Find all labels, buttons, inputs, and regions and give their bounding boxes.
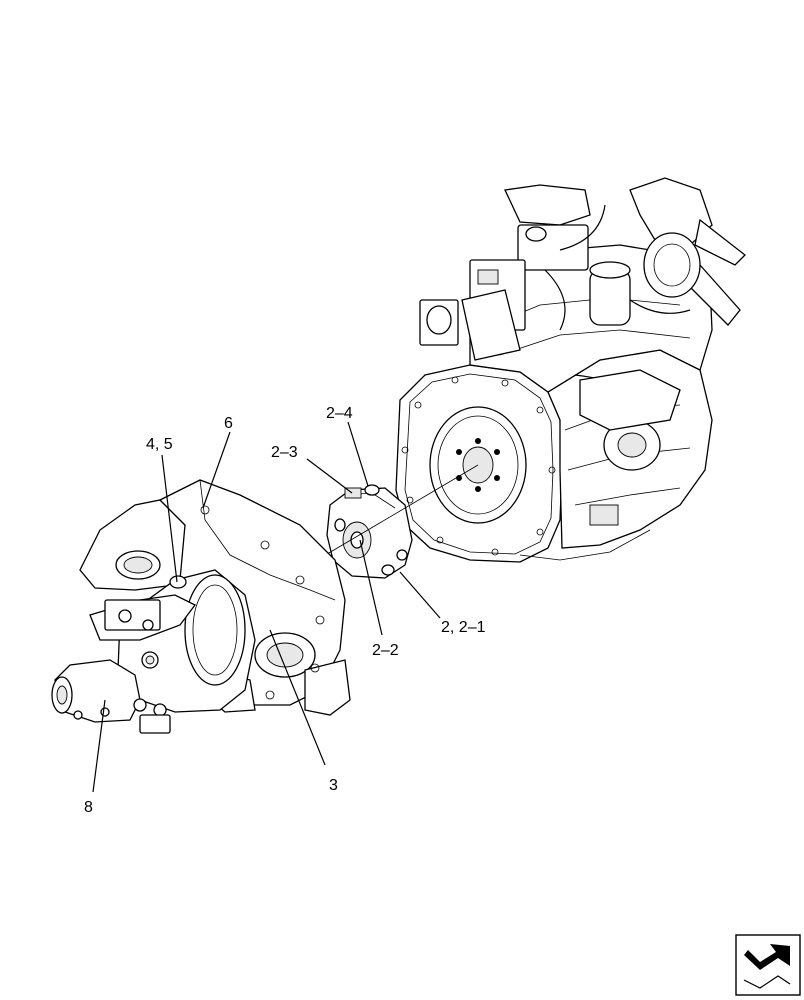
hydraulic-pump <box>51 569 256 734</box>
leader-lines <box>92 421 441 793</box>
callout-2-2-1: 2, 2–1 <box>441 619 486 636</box>
callout-2-2: 2–2 <box>372 642 399 659</box>
callout-6: 6 <box>224 415 233 432</box>
callout-8: 8 <box>84 799 93 816</box>
callout-2-4: 2–4 <box>326 405 353 422</box>
callout-3: 3 <box>329 777 338 794</box>
coupling-assembly <box>326 484 413 579</box>
engine-assembly <box>395 177 746 563</box>
callout-4-5: 4, 5 <box>146 436 173 453</box>
next-page-arrow-icon[interactable] <box>735 934 801 996</box>
callout-2-3: 2–3 <box>271 444 298 461</box>
